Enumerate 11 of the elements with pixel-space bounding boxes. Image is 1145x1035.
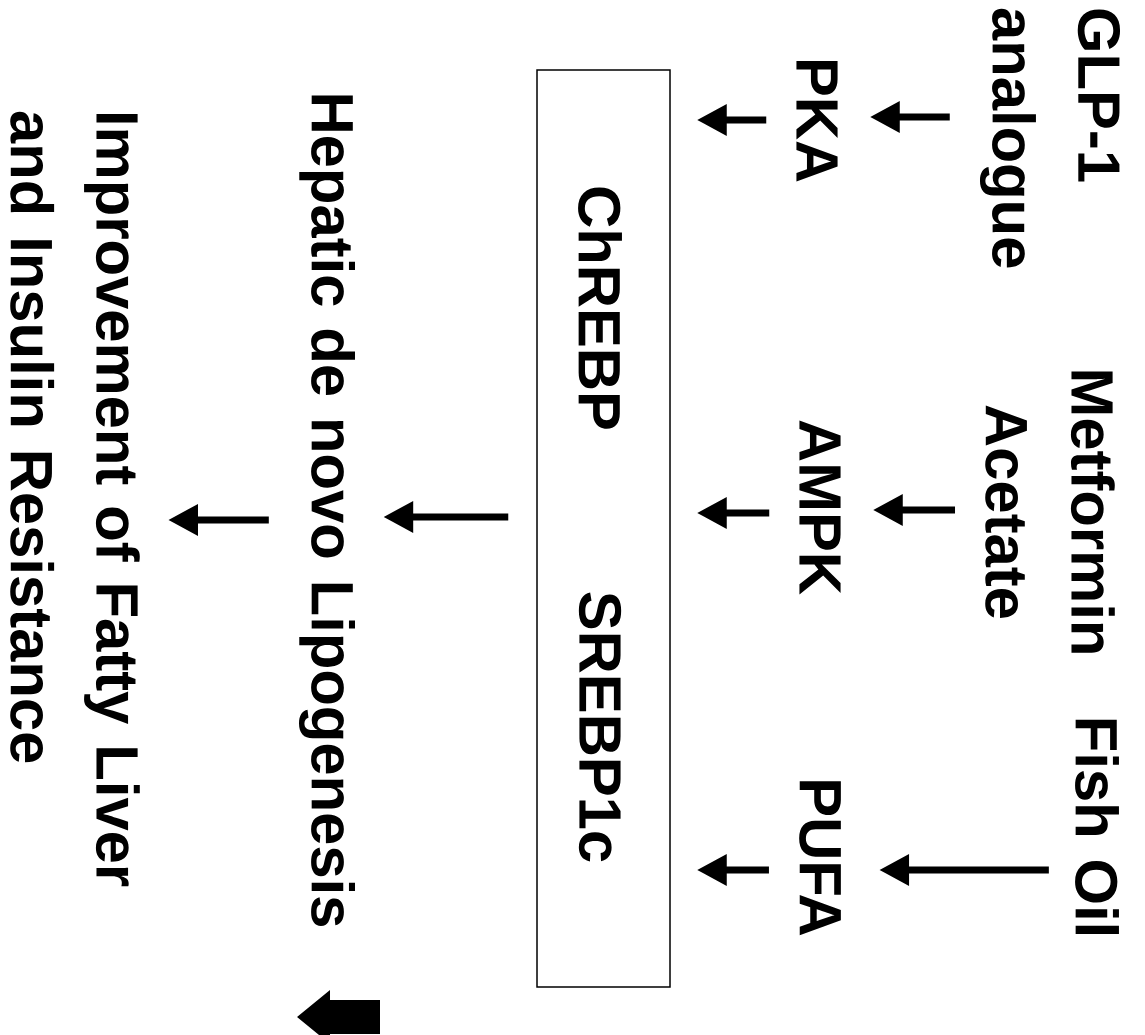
label-text: GLP-1 analogue: [979, 8, 1121, 268]
label-text: Fish Oil: [1075, 719, 1119, 935]
label-text: Improvement of Fatty Liver and Insulin Resistance: [10, 111, 140, 887]
label-text: SREBP1c: [578, 592, 622, 862]
label-text: PKA: [796, 60, 838, 182]
grouping-box: [536, 69, 671, 988]
label-text: ChREBP: [578, 187, 622, 429]
label-text: PUFA: [799, 781, 841, 936]
label-text: AMPK: [799, 420, 841, 595]
label-text: Metformin Acetate: [985, 371, 1115, 653]
label-text: Hepatic de novo Lipogenesis: [299, 95, 355, 927]
